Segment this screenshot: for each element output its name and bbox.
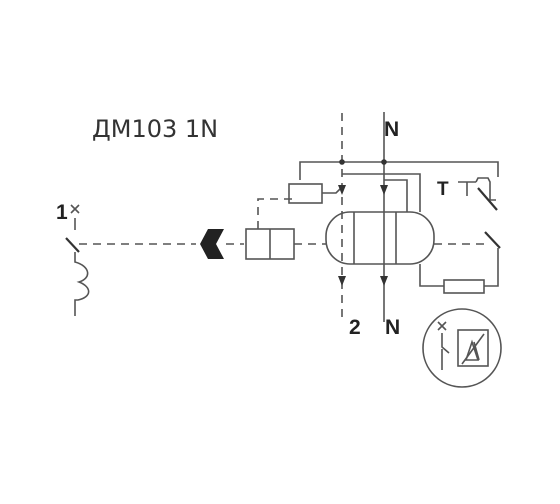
symbol-switch (441, 333, 450, 370)
test-button-symbol (458, 177, 498, 211)
test-circuit-right-wire (484, 248, 499, 287)
arrowhead (380, 185, 388, 195)
current-transformer (325, 211, 435, 265)
symbol-relay-box (457, 329, 489, 367)
test-circuit-top-wire (299, 161, 499, 180)
relay-link-dashed (257, 198, 292, 229)
terminal-label-phase-in: 1 (56, 201, 68, 224)
device-title: ДМ103 1N (92, 115, 218, 143)
contact-wire (342, 173, 421, 212)
junction-dot (381, 159, 387, 165)
terminal-label-neutral-out: N (385, 316, 400, 339)
trip-latch-symbol (200, 229, 224, 259)
symbol-diagonal (461, 333, 485, 365)
symbol-cross-mark (437, 321, 447, 331)
terminal-label-neutral-in: N (384, 118, 399, 141)
relay-coil-lead (322, 188, 341, 194)
thermal-release-coil (74, 252, 90, 316)
junction-dot (339, 159, 345, 165)
contact-wire (384, 179, 408, 212)
switch-contact-blade (65, 237, 80, 253)
resistor-lead (419, 264, 444, 287)
test-resistor (443, 279, 485, 294)
arrowhead (338, 185, 346, 195)
trip-relay-box (245, 228, 295, 260)
rcd-symbol-circle (422, 308, 502, 388)
arrowhead (380, 276, 388, 286)
relay-coil-box (288, 183, 323, 204)
switch-cross-mark (70, 204, 80, 214)
phase-switch-symbol (65, 204, 90, 316)
arrowhead (338, 276, 346, 286)
rcd-type-symbol (422, 308, 502, 388)
terminal-label-phase-out: 2 (349, 316, 361, 339)
test-contact-blade (484, 231, 501, 249)
symbol-trigger-mark (464, 339, 480, 361)
test-switch-blade (477, 187, 498, 211)
test-button-label: T (437, 179, 449, 200)
